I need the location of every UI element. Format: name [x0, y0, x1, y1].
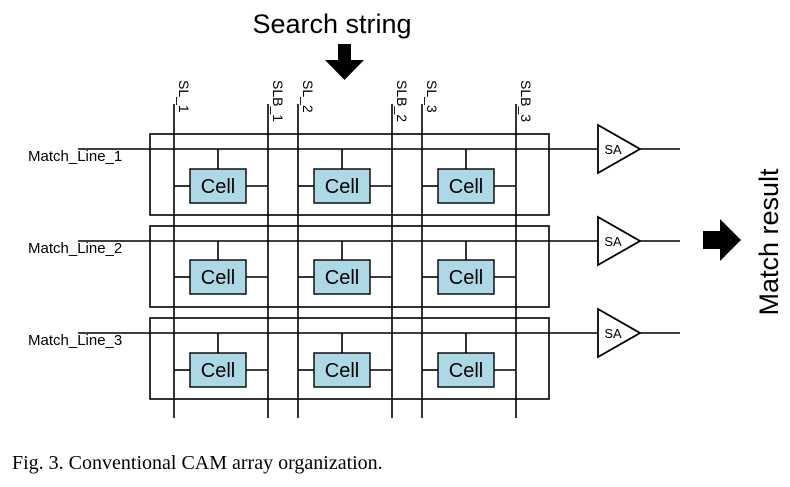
figure-caption: Fig. 3. Conventional CAM array organizat…: [12, 452, 383, 474]
sense-amp-icon: [597, 215, 642, 267]
cam-cell: [313, 168, 371, 204]
match-line-label: Match_Line_3: [28, 332, 122, 349]
cam-cell: [189, 259, 247, 295]
cam-cell-label: Cell: [449, 360, 483, 382]
sense-amp-label: SA: [604, 326, 622, 341]
cam-cell-label: Cell: [449, 176, 483, 198]
cam-cell-label: Cell: [325, 360, 359, 382]
match-result-label: Match result: [754, 168, 784, 316]
cam-cell-label: Cell: [325, 176, 359, 198]
search-arrow-icon: [325, 44, 364, 80]
search-string-label: Search string: [252, 9, 411, 39]
cam-cell: [313, 352, 371, 388]
sl-label: SL_3: [424, 80, 440, 113]
cam-cell-label: Cell: [449, 267, 483, 289]
row-frame: [149, 317, 550, 400]
cam-cell-label: Cell: [325, 267, 359, 289]
match-line-label: Match_Line_2: [28, 240, 122, 257]
slb-label: SLB_1: [270, 80, 286, 122]
sl-label: SL_2: [300, 80, 316, 113]
slb-label: SLB_3: [518, 80, 534, 122]
sl-label: SL_1: [176, 80, 192, 113]
cam-cell: [189, 352, 247, 388]
row-frame: [149, 133, 550, 216]
cam-cell-label: Cell: [201, 267, 235, 289]
result-arrow-icon: [703, 219, 741, 261]
cam-cell: [189, 168, 247, 204]
cam-cell: [437, 259, 495, 295]
sense-amp-icon: [597, 123, 642, 175]
sense-amp-label: SA: [604, 142, 622, 157]
cam-cell: [437, 352, 495, 388]
match-line-label: Match_Line_1: [28, 148, 122, 165]
cam-cell: [313, 259, 371, 295]
slb-label: SLB_2: [394, 80, 410, 122]
cam-cell: [437, 168, 495, 204]
sense-amp-icon: [597, 307, 642, 359]
row-frame: [149, 225, 550, 308]
cam-cell-label: Cell: [201, 360, 235, 382]
sense-amp-label: SA: [604, 234, 622, 249]
cam-cell-label: Cell: [201, 176, 235, 198]
